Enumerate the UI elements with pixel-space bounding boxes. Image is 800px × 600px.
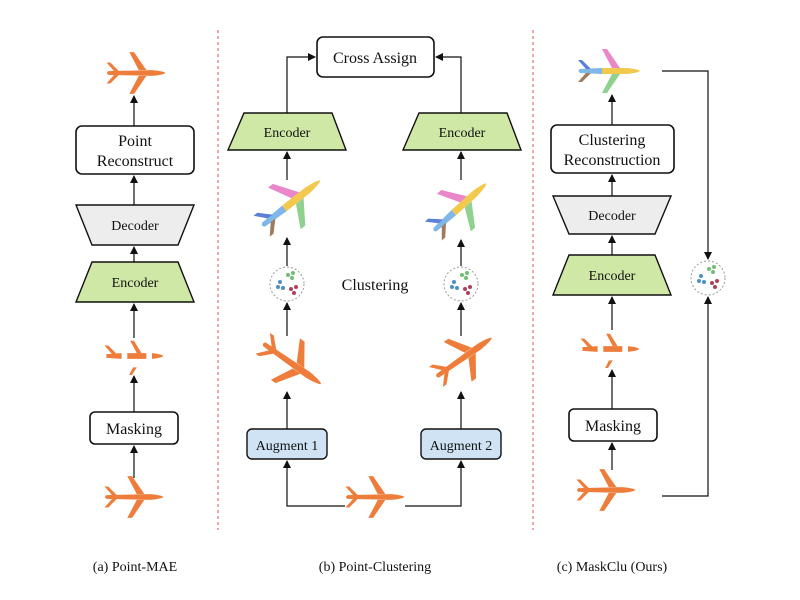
clustering-reconstruction-label-2: Reconstruction	[564, 152, 661, 169]
decoder-block	[74, 204, 196, 246]
point-reconstruct-box	[75, 125, 195, 175]
masking-label: Masking	[585, 418, 641, 435]
segmented-airplane-icon	[245, 159, 337, 247]
point-reconstruct-label-1: Point	[118, 133, 152, 150]
arrow	[283, 460, 345, 507]
panel-point-clustering: Cross Assign Encoder Encoder Clustering …	[226, 36, 523, 575]
cluster-icon	[443, 266, 479, 302]
point-reconstruct-label-2: Reconstruct	[97, 153, 174, 170]
decoder-label: Decoder	[111, 219, 159, 234]
segmented-airplane-icon	[578, 49, 640, 93]
cross-assign-box	[316, 36, 435, 78]
encoder-block-left	[226, 112, 348, 151]
encoder-label: Encoder	[112, 276, 159, 291]
segmented-airplane-icon	[416, 164, 504, 250]
encoder-block-right	[401, 112, 523, 151]
encoder-label-left: Encoder	[264, 126, 311, 141]
arrow	[286, 53, 316, 113]
arrow	[405, 460, 465, 507]
masked-airplane-icon	[580, 333, 640, 368]
arrow	[435, 53, 462, 113]
cluster-icon	[690, 260, 726, 296]
airplane-icon	[576, 469, 636, 511]
caption-a: (a) Point-MAE	[93, 560, 177, 575]
caption-b: (b) Point-Clustering	[319, 560, 431, 575]
masked-airplane-icon	[104, 340, 164, 375]
airplane-icon	[104, 476, 164, 518]
augment-1-label: Augment 1	[256, 439, 319, 454]
augment-2-label: Augment 2	[430, 439, 493, 454]
cross-assign-label: Cross Assign	[333, 50, 417, 67]
decoder-block	[551, 195, 673, 235]
arrow	[662, 296, 712, 497]
decoder-label: Decoder	[588, 209, 636, 224]
airplane-icon	[422, 317, 506, 397]
clustering-label: Clustering	[342, 277, 409, 294]
airplane-icon	[106, 52, 166, 94]
panel-maskclu: Clustering Reconstruction Decoder Encode…	[550, 49, 726, 575]
encoder-block	[74, 261, 196, 303]
airplane-icon	[248, 322, 336, 405]
masking-label: Masking	[106, 421, 162, 438]
panel-point-mae: Point Reconstruct Decoder Encoder Maskin…	[74, 52, 196, 575]
clustering-reconstruction-label-1: Clustering	[579, 132, 646, 149]
cluster-icon	[269, 266, 305, 302]
caption-c: (c) MaskClu (Ours)	[557, 560, 668, 575]
encoder-block	[551, 254, 673, 296]
masking-box	[568, 408, 658, 442]
airplane-icon	[345, 476, 405, 518]
encoder-label-right: Encoder	[439, 126, 486, 141]
encoder-label: Encoder	[589, 269, 636, 284]
arrow	[662, 70, 712, 260]
